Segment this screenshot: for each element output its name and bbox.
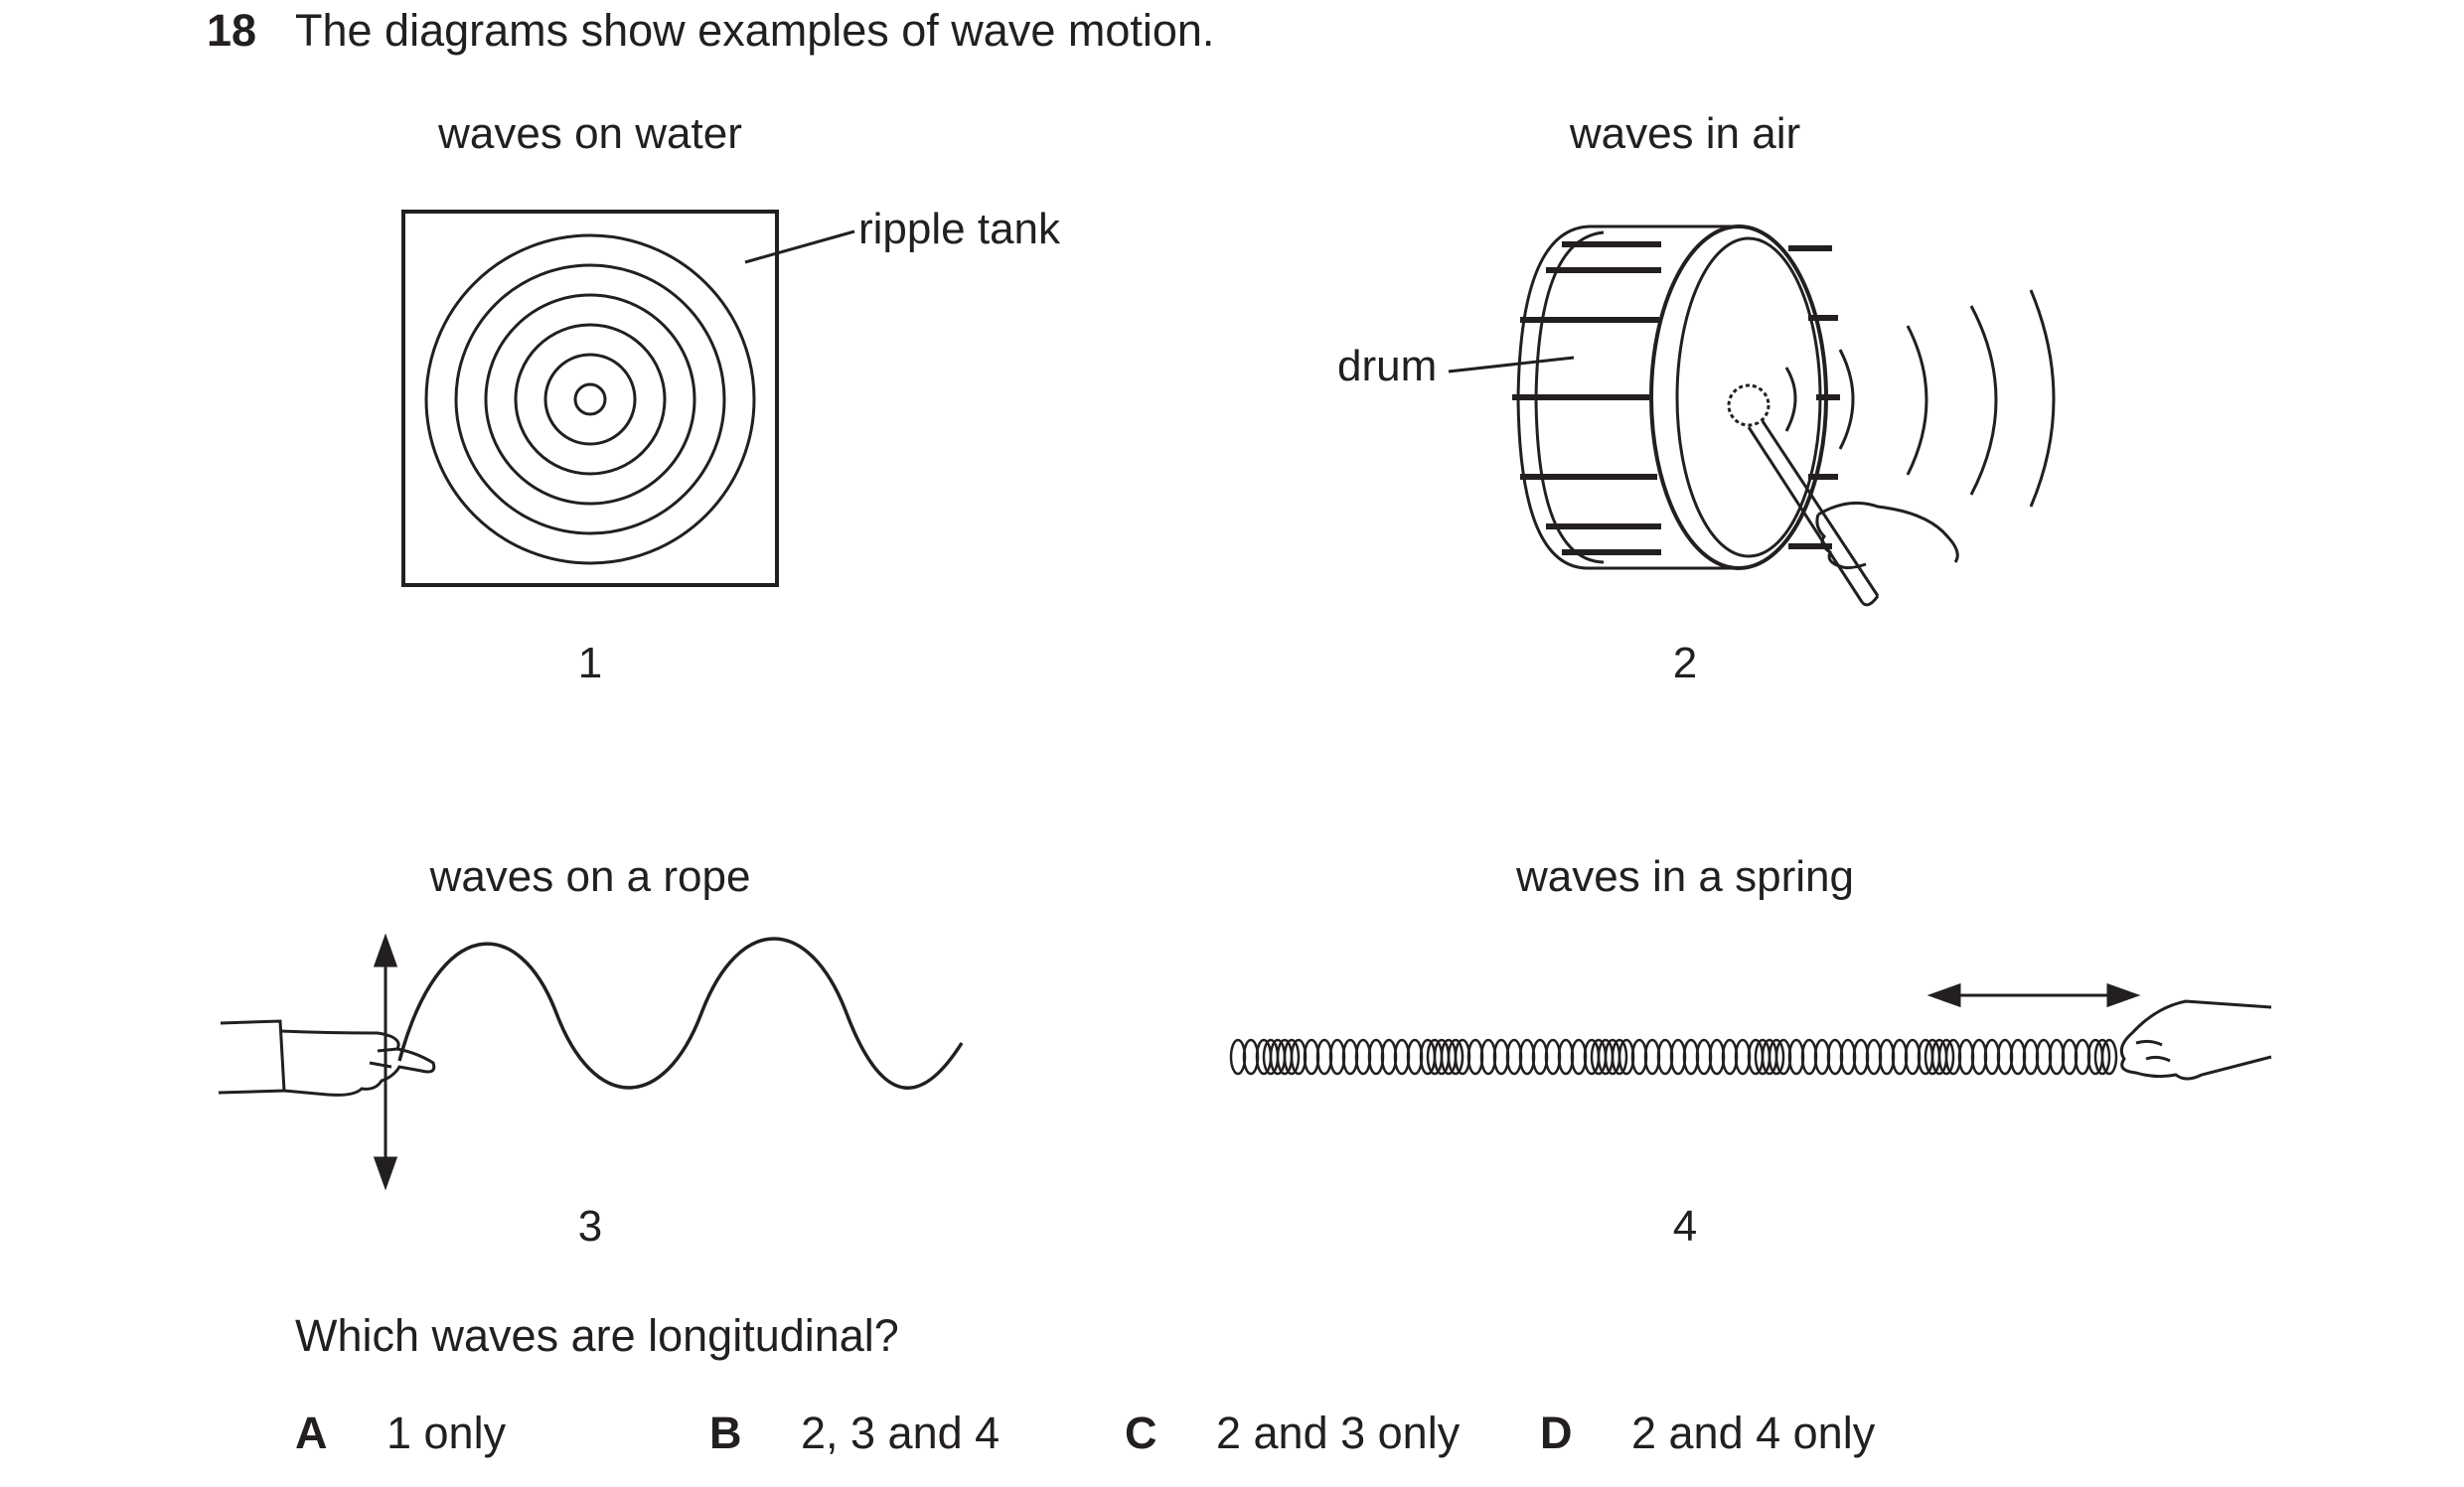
- spring-coil: [1611, 1038, 1628, 1076]
- spring-coil: [1937, 1038, 1955, 1076]
- spring-coil: [1283, 1038, 1301, 1076]
- double-arrow-icon: [1926, 982, 2141, 1008]
- drum-label: drum: [1337, 342, 1438, 390]
- spring-coil: [2100, 1038, 2118, 1076]
- figure-3-caption: waves on a rope: [429, 852, 751, 901]
- option-a[interactable]: A 1 only: [295, 1407, 506, 1460]
- concentric-ripples-icon: [401, 210, 855, 587]
- question-prompt: Which waves are longitudinal?: [295, 1310, 899, 1361]
- ripple-tank-label: ripple tank: [858, 205, 1061, 253]
- option-b[interactable]: B 2, 3 and 4: [709, 1407, 1000, 1460]
- option-text: 1 only: [386, 1408, 507, 1458]
- figure-1-number: 1: [577, 639, 603, 687]
- spring-coil: [1447, 1038, 1464, 1076]
- question-text: The diagrams show examples of wave motio…: [295, 5, 1215, 56]
- option-c[interactable]: C 2 and 3 only: [1125, 1407, 1460, 1460]
- option-d[interactable]: D 2 and 4 only: [1540, 1407, 1875, 1460]
- figure-2-caption: waves in air: [1569, 109, 1801, 158]
- option-text: 2 and 4 only: [1631, 1408, 1876, 1458]
- figure-3-number: 3: [577, 1202, 603, 1251]
- figure-4-number: 4: [1672, 1202, 1698, 1251]
- drum-icon: [1448, 224, 2056, 607]
- option-letter: D: [1540, 1408, 1573, 1458]
- rope-wave: [397, 937, 964, 1090]
- figure-2-number: 2: [1672, 639, 1698, 687]
- question-number: 18: [207, 5, 257, 56]
- option-text: 2, 3 and 4: [801, 1408, 1001, 1458]
- figure-4-caption: waves in a spring: [1516, 852, 1854, 901]
- spring-coil-icon: [1229, 1038, 2118, 1076]
- option-text: 2 and 3 only: [1216, 1408, 1461, 1458]
- spring-coil: [2093, 1038, 2111, 1076]
- option-letter: C: [1125, 1408, 1157, 1458]
- double-arrow-icon: [373, 933, 398, 1191]
- option-letter: A: [295, 1408, 328, 1458]
- hand-icon: [2119, 999, 2272, 1081]
- spring-coil: [1768, 1038, 1785, 1076]
- figure-1-caption: waves on water: [438, 109, 742, 158]
- option-letter: B: [709, 1408, 742, 1458]
- hand-icon: [218, 1019, 436, 1097]
